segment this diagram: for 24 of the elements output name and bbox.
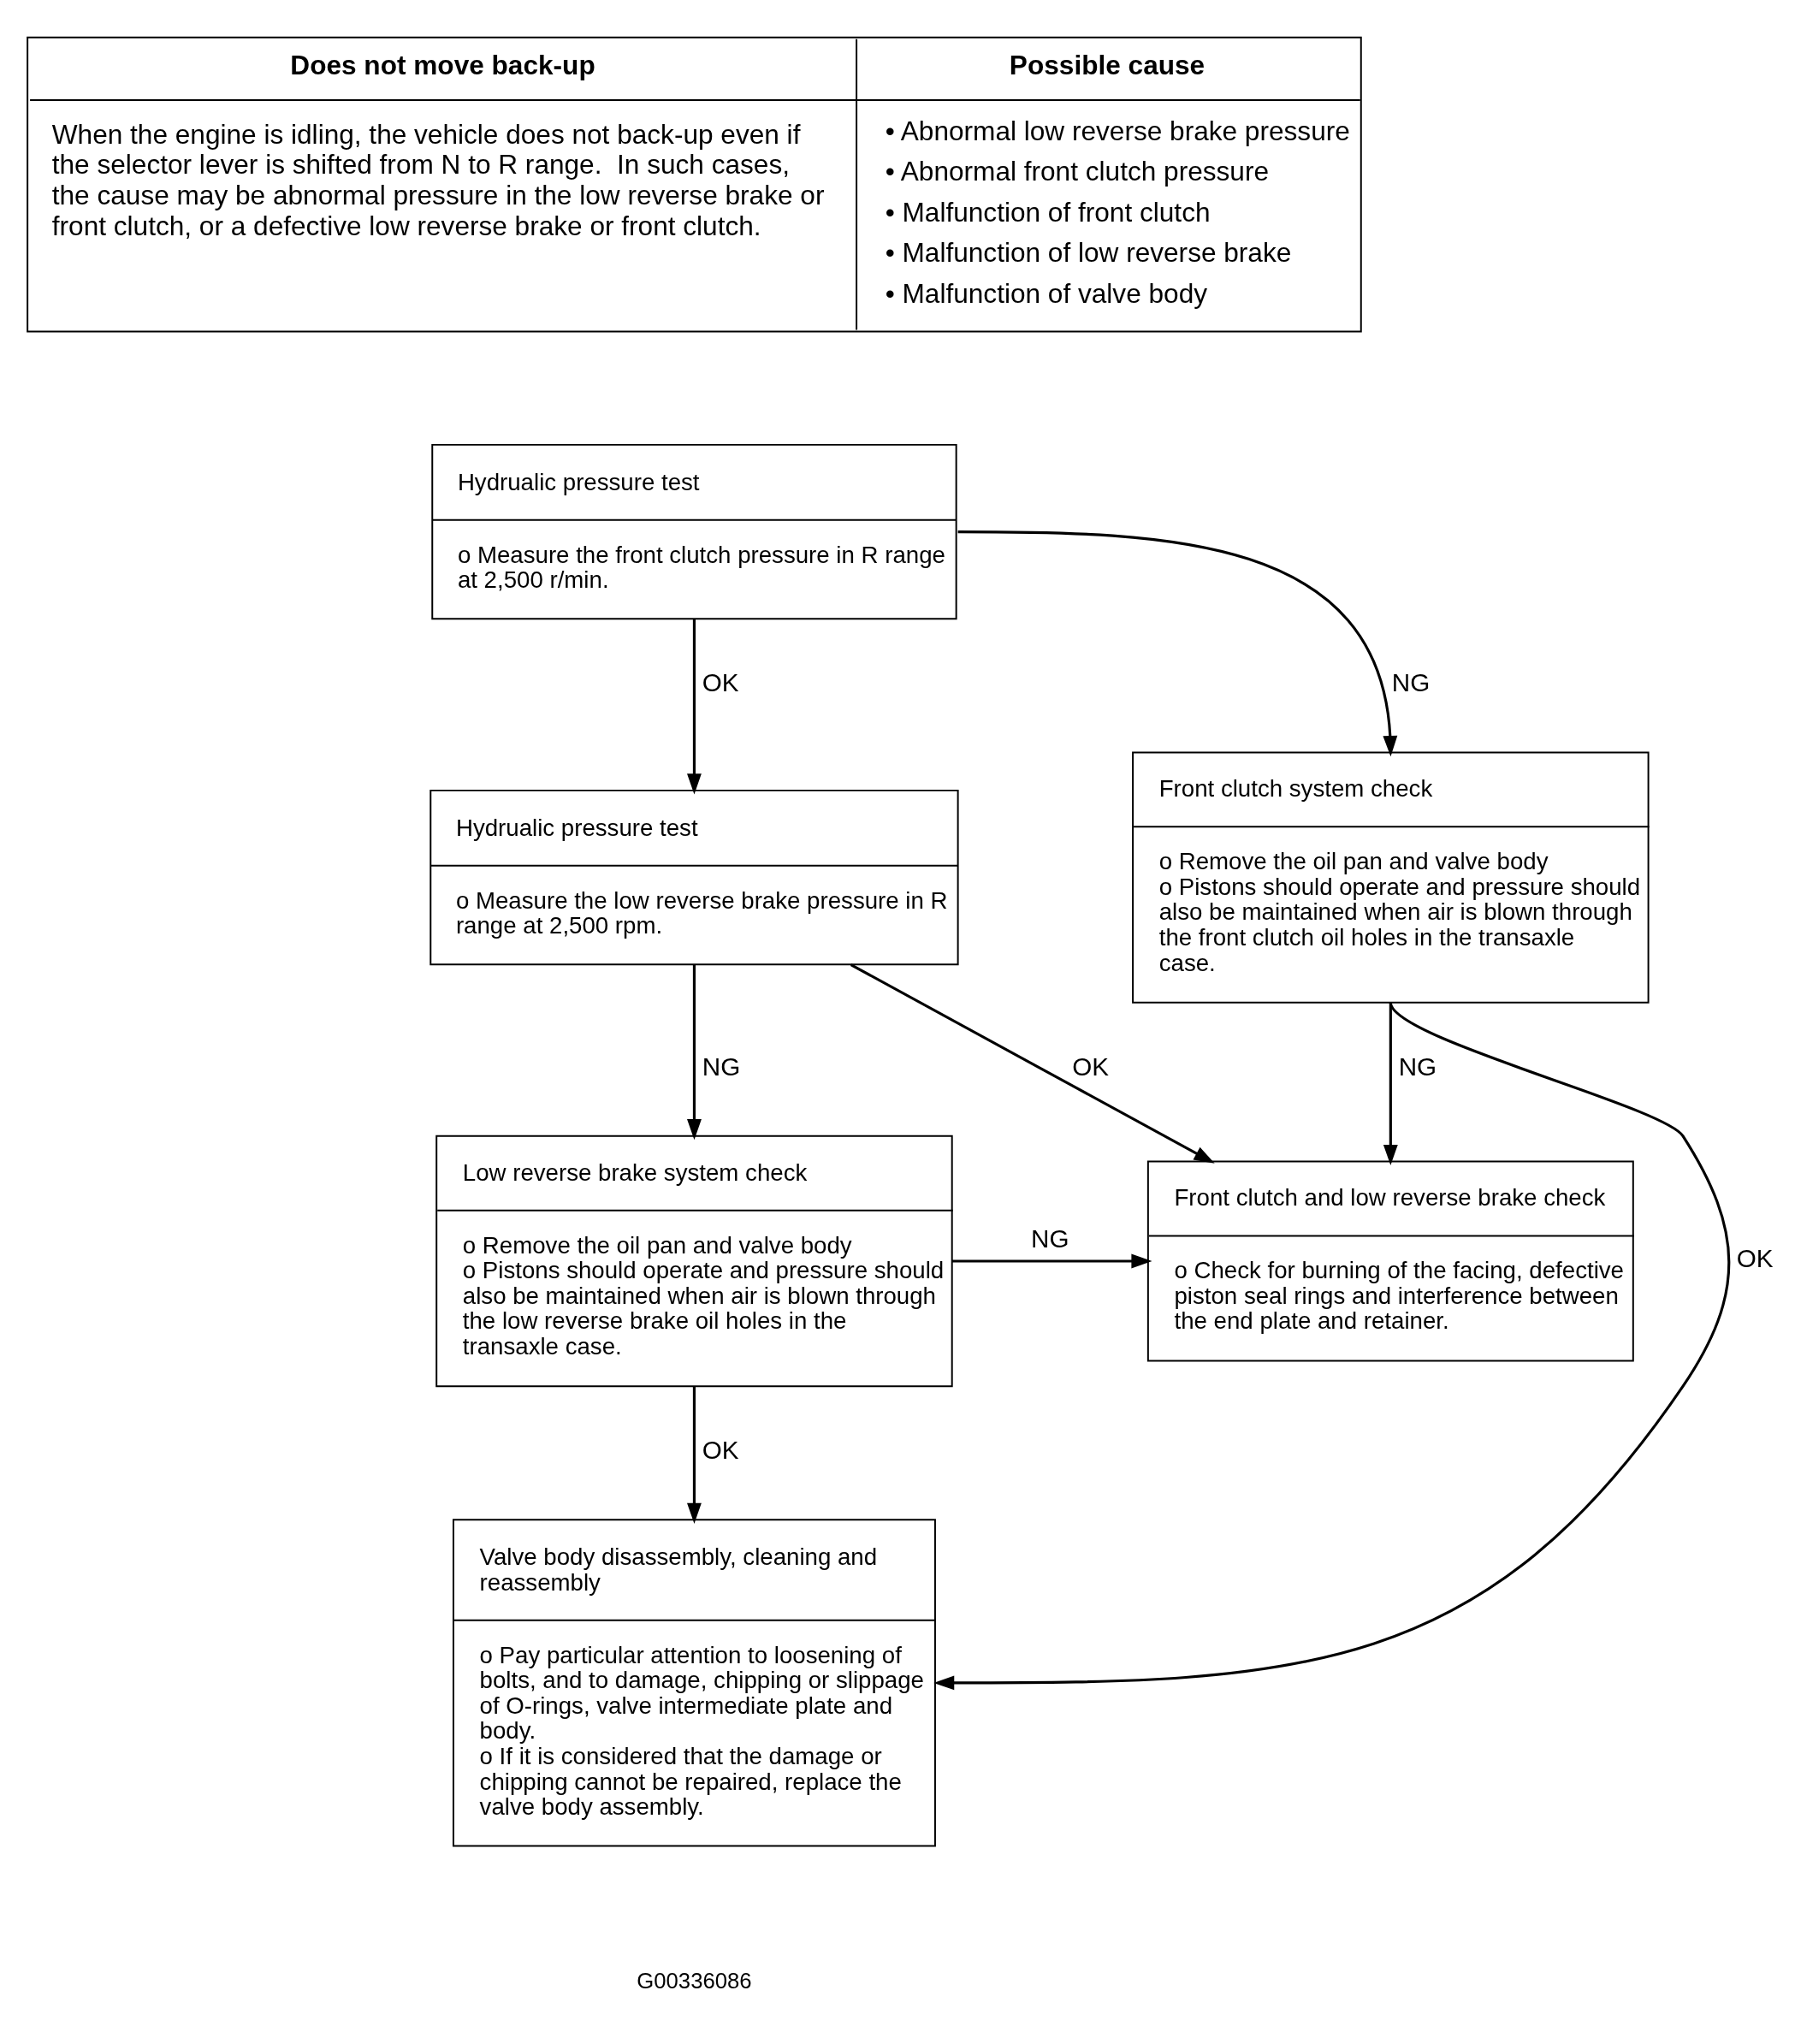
label: • Malfunction of valve body (885, 277, 1208, 309)
label: Possible cause (1009, 49, 1206, 80)
label: • Malfunction of low reverse brake (885, 237, 1292, 269)
label: G00336086 (637, 1969, 752, 1994)
label: • Abnormal front clutch pressure (885, 156, 1270, 187)
label: When the engine is idling, the vehicle does not back-up even if the selector lever is shifted from N to R range. In such cases, the cause may be abnormal pressure in the low reverse brake or front clutch, or a defective low reverse brake or front clutch. (51, 118, 825, 241)
edge-label: NG (1031, 1224, 1069, 1253)
edge-label: OK (702, 1436, 739, 1465)
arrow (957, 530, 1398, 757)
edge-label: NG (702, 1052, 741, 1081)
edge-label: OK (1072, 1052, 1110, 1081)
arrow (687, 964, 702, 1140)
edge-label: OK (1736, 1243, 1774, 1272)
label: • Abnormal low reverse brake pressure (885, 115, 1350, 146)
arrow (951, 1253, 1152, 1269)
arrow (850, 963, 1215, 1164)
arrow (933, 1001, 1730, 1691)
label: • Malfunction of front clutch (885, 196, 1211, 228)
arrow (687, 619, 702, 795)
edge-label: NG (1398, 1052, 1437, 1081)
edge-label: OK (702, 668, 739, 697)
edge-label: NG (1391, 668, 1431, 697)
label: Does not move back-up (290, 49, 595, 80)
arrow (687, 1386, 702, 1524)
